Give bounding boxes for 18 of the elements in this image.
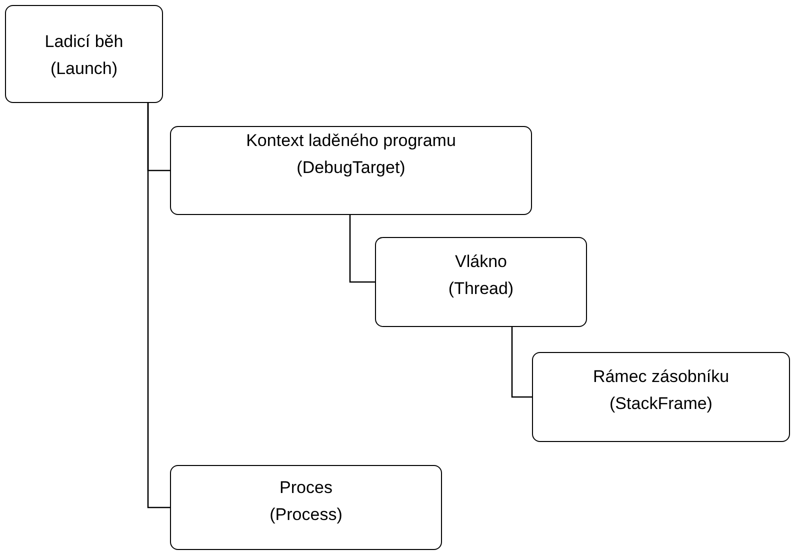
rounded-box [375,237,587,327]
rounded-box [170,465,442,550]
node-subtitle: (Process) [270,504,342,526]
node-subtitle: (StackFrame) [610,393,712,415]
node-subtitle: (Launch) [50,58,118,80]
node-subtitle: (Thread) [448,278,514,300]
node-title: Proces [280,477,332,499]
connector-line [147,103,170,508]
rounded-box [5,5,163,103]
connector-line [349,215,375,283]
rounded-box [170,126,532,215]
connector-line [511,327,532,398]
node-subtitle: (DebugTarget) [296,157,406,179]
node-title: Rámec zásobníku [592,366,730,388]
node-title: Ladicí běh [44,31,124,53]
node-title: Kontext laděného programu [246,130,456,152]
rounded-box [532,352,790,442]
node-title: Vlákno [455,251,507,273]
